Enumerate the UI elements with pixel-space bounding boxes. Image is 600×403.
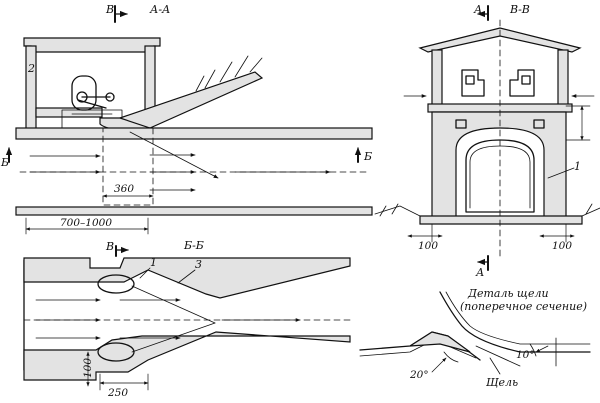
- label-marker-v-top: В: [105, 3, 114, 16]
- vv-mech-right: [509, 69, 535, 97]
- detail-angle-20: 20°: [409, 369, 429, 381]
- vv-mech-left: [461, 69, 485, 97]
- vv-left-upper-wall: [431, 49, 443, 109]
- bb-top-wall: [23, 257, 351, 299]
- label-section-bb: Б-Б: [183, 239, 204, 252]
- label-dim-100-right: 100: [552, 240, 572, 252]
- label-marker-a-bottom: А: [475, 266, 484, 279]
- detail-slot-label: Щель: [486, 376, 518, 389]
- aa-inlet-slope: [119, 71, 264, 129]
- vv-right-upper-wall: [557, 49, 569, 109]
- vv-base: [419, 215, 583, 225]
- label-number-1-bb: 1: [150, 256, 157, 269]
- detail-upper-profile: [439, 291, 591, 353]
- aa-floor-slab: [35, 107, 103, 118]
- label-marker-b-right: Б: [363, 150, 372, 163]
- label-section-aa: А-А: [149, 3, 170, 16]
- section-bb: [23, 245, 351, 391]
- aa-channel-bottom-wall: [15, 206, 373, 216]
- aa-building-right-wall: [144, 45, 156, 113]
- aa-chamber-outline: [102, 127, 154, 206]
- bb-duct-top: [97, 274, 135, 294]
- slot-detail: [359, 291, 591, 375]
- label-dim-700-1000: 700–1000: [60, 217, 112, 229]
- aa-channel-top-wall: [15, 127, 373, 140]
- bb-bottom-wall: [23, 331, 351, 381]
- label-dim-100-bb: 100: [82, 358, 94, 378]
- detail-title-line2: (поперечное сечение): [460, 300, 587, 313]
- label-marker-a-top: А: [473, 3, 482, 16]
- label-section-vv: В-В: [509, 3, 530, 16]
- vv-lower-body: [431, 111, 567, 219]
- label-number-2: 2: [27, 62, 35, 75]
- label-dim-250: 250: [107, 387, 128, 399]
- bb-duct-bottom: [97, 342, 135, 362]
- detail-title-line1: Деталь щели: [467, 287, 549, 300]
- detail-angle-10: 10°: [516, 349, 535, 361]
- label-dim-360: 360: [114, 183, 134, 195]
- label-marker-v-bb: В: [105, 240, 114, 253]
- section-aa: [5, 5, 373, 235]
- label-number-3-bb: 3: [195, 258, 202, 271]
- aa-building-roof: [23, 37, 161, 53]
- label-marker-b-left: Б: [0, 156, 9, 169]
- aa-building-left-wall: [25, 45, 37, 139]
- label-number-1-vv: 1: [574, 160, 581, 173]
- section-vv: [374, 5, 600, 271]
- label-dim-100-left: 100: [418, 240, 438, 252]
